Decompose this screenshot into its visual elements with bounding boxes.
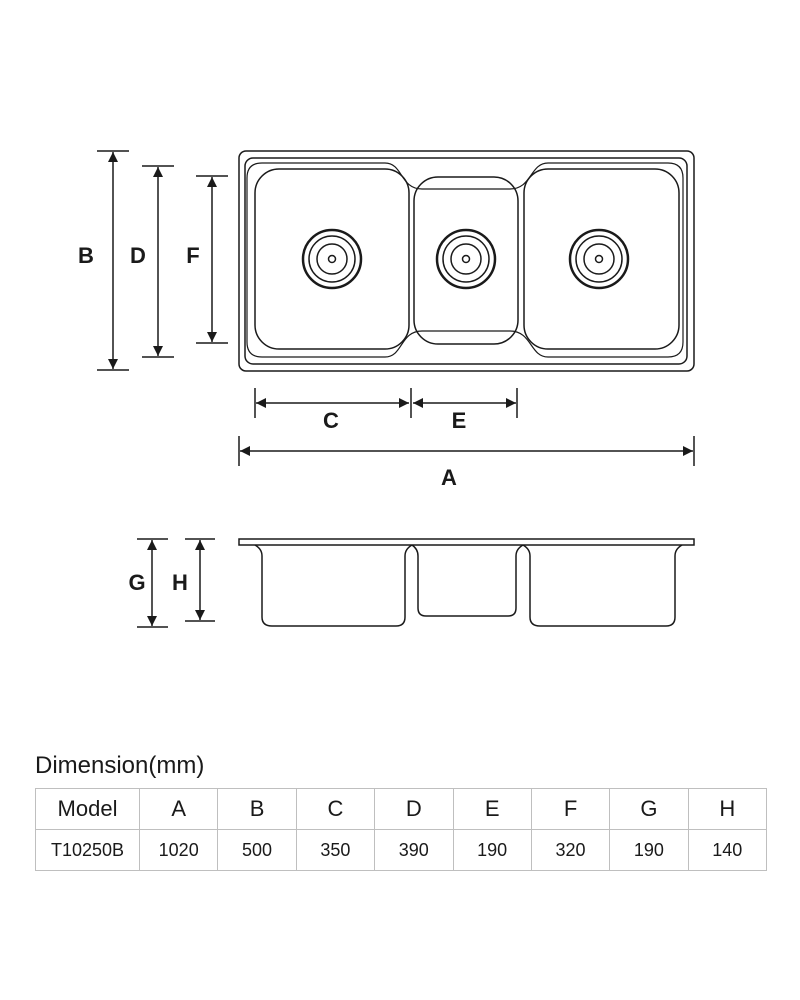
table-header-row: Model A B C D E F G H bbox=[35, 788, 768, 830]
header-cell: D bbox=[374, 788, 454, 830]
label-h: H bbox=[172, 570, 188, 595]
header-cell: B bbox=[217, 788, 297, 830]
table-cell: 500 bbox=[217, 829, 297, 871]
label-a: A bbox=[441, 465, 457, 490]
header-cell: H bbox=[687, 788, 768, 830]
side-bowl-middle bbox=[411, 544, 524, 617]
label-c: C bbox=[323, 408, 339, 433]
table-cell: 390 bbox=[374, 829, 454, 871]
table-cell: 140 bbox=[687, 829, 768, 871]
header-cell: A bbox=[138, 788, 219, 830]
table-row: T10250B 1020 500 350 390 190 320 190 140 bbox=[35, 829, 768, 871]
bowl-rim-contour bbox=[246, 162, 684, 358]
top-view bbox=[238, 150, 695, 372]
drain-right bbox=[568, 228, 630, 290]
label-b: B bbox=[78, 243, 94, 268]
bowl-left bbox=[254, 168, 410, 350]
side-bowl-left bbox=[254, 544, 413, 627]
bowl-middle bbox=[413, 176, 519, 345]
table-cell: 350 bbox=[295, 829, 376, 871]
drain-left bbox=[301, 228, 363, 290]
table-cell: T10250B bbox=[35, 829, 140, 871]
sink-drawing: B D F C E A G H bbox=[78, 150, 695, 628]
table-cell: 190 bbox=[452, 829, 532, 871]
sink-inner-rim bbox=[244, 157, 688, 365]
label-d: D bbox=[130, 243, 146, 268]
table-cell: 190 bbox=[609, 829, 689, 871]
drain-middle bbox=[435, 228, 497, 290]
label-f: F bbox=[186, 243, 199, 268]
header-cell: F bbox=[530, 788, 611, 830]
side-rim bbox=[238, 538, 695, 546]
side-bowl-right bbox=[522, 544, 683, 627]
header-cell: G bbox=[609, 788, 689, 830]
header-cell: C bbox=[295, 788, 376, 830]
header-cell: Model bbox=[35, 788, 140, 830]
sink-outer-rim bbox=[238, 150, 695, 372]
table-cell: 320 bbox=[530, 829, 611, 871]
dimension-lines bbox=[97, 150, 695, 466]
side-dimension-lines bbox=[137, 538, 215, 628]
bowl-right bbox=[523, 168, 680, 350]
label-g: G bbox=[128, 570, 145, 595]
dimension-table: Model A B C D E F G H T10250B 1020 500 3… bbox=[35, 788, 768, 871]
side-view bbox=[238, 538, 695, 627]
table-cell: 1020 bbox=[138, 829, 219, 871]
label-e: E bbox=[452, 408, 467, 433]
header-cell: E bbox=[452, 788, 532, 830]
table-title: Dimension(mm) bbox=[35, 752, 205, 779]
